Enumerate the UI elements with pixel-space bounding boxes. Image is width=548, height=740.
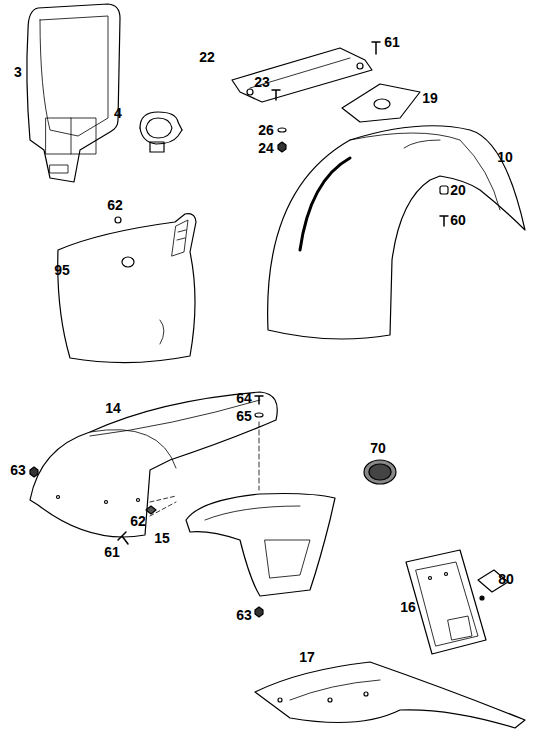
callout-number: 63 <box>9 462 27 478</box>
callout-number: 19 <box>421 90 439 106</box>
callout-number: 64 <box>235 390 253 406</box>
callout-number: 26 <box>257 122 275 138</box>
callout-number: 70 <box>369 440 387 456</box>
callout-number: 80 <box>497 571 515 587</box>
callout-number: 61 <box>103 544 121 560</box>
callout-number: 22 <box>198 49 216 65</box>
plate-holder <box>406 550 486 654</box>
callout-number: 62 <box>129 513 147 529</box>
callout-number: 63 <box>235 607 253 623</box>
callout-number: 95 <box>53 262 71 278</box>
callout-number: 60 <box>449 212 467 228</box>
number-plate <box>58 214 196 363</box>
inner-fender <box>186 494 335 597</box>
mud-flap <box>255 662 525 728</box>
callout-number: 62 <box>106 197 124 213</box>
callout-number: 15 <box>153 530 171 546</box>
callout-number: 3 <box>13 64 23 80</box>
callout-number: 14 <box>104 400 122 416</box>
callout-number: 20 <box>449 182 467 198</box>
clamp <box>140 112 182 152</box>
headlight-mask <box>27 4 120 182</box>
callout-number: 24 <box>257 140 275 156</box>
callout-number: 10 <box>496 149 514 165</box>
plate <box>342 84 420 122</box>
reflector <box>364 460 396 484</box>
callout-number: 61 <box>383 34 401 50</box>
callout-number: 65 <box>235 408 253 424</box>
callout-number: 17 <box>298 649 316 665</box>
callout-number: 16 <box>399 599 417 615</box>
bracket <box>232 48 372 102</box>
callout-number: 4 <box>113 105 123 121</box>
front-fender <box>268 126 525 339</box>
callout-number: 23 <box>253 74 271 90</box>
